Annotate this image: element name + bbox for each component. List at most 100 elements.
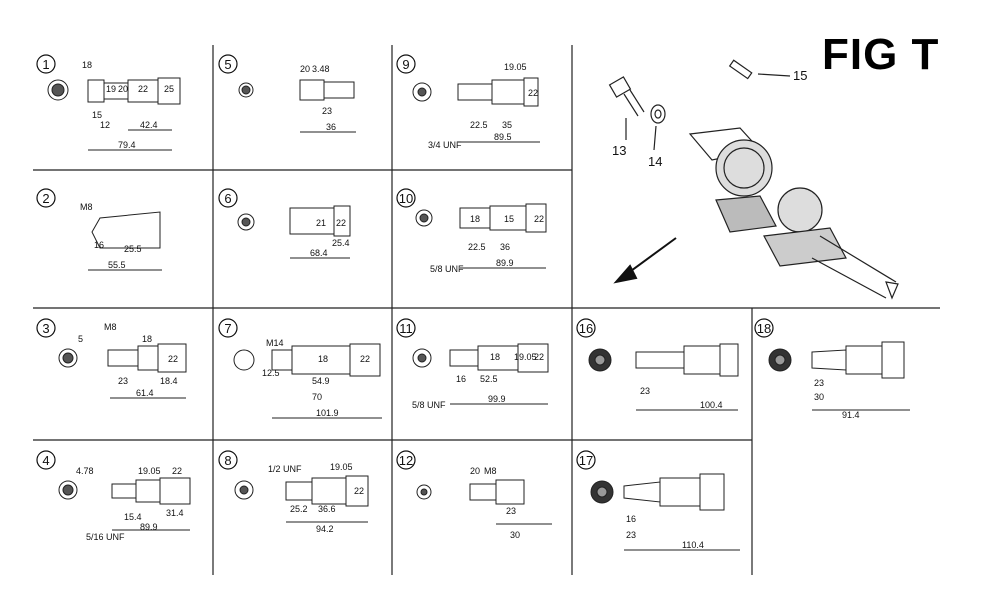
shaft-drawing — [768, 341, 910, 411]
dim: 19.05 — [330, 462, 353, 472]
dim: 15.4 — [124, 512, 142, 522]
dim: 23 — [626, 530, 636, 540]
panel-1: 1 18 19 20 22 25 15 12 42.4 79.4 — [36, 54, 181, 151]
dim: 99.9 — [488, 394, 506, 404]
dim: 70 — [312, 392, 322, 402]
panel-4: 4 4.78 19.05 22 5/16 UNF 15.4 31.4 89.9 — [36, 450, 191, 542]
dim: 23 — [118, 376, 128, 386]
panel-10: 10 18 15 22 5/8 UNF 22.5 36 89.9 — [396, 188, 547, 274]
dim: 12 — [100, 120, 110, 130]
dim: 19.05 — [504, 62, 527, 72]
panel-number-circle — [218, 318, 238, 338]
dim: 5/16 UNF — [86, 532, 125, 542]
dim: 3.48 — [312, 64, 330, 74]
dim: 15 — [504, 214, 514, 224]
dim: 5/8 UNF — [430, 264, 464, 274]
dim: 16 — [94, 240, 104, 250]
panel-number: 11 — [399, 321, 413, 336]
panel-11: 11 18 19.05 22 5/8 UNF 16 52.5 99.9 — [396, 318, 549, 410]
dim: 19.05 — [514, 352, 537, 362]
dim: 25.2 — [290, 504, 308, 514]
panel-number: 18 — [757, 321, 771, 336]
dim: 18.4 — [160, 376, 178, 386]
panel-number-circle — [218, 450, 238, 470]
dim: 23 — [814, 378, 824, 388]
dim: 23 — [322, 106, 332, 116]
panel-number: 5 — [224, 57, 231, 72]
panel-number-circle — [396, 450, 416, 470]
dim: 22 — [138, 84, 148, 94]
dim: 18 — [490, 352, 500, 362]
dim: 91.4 — [842, 410, 860, 420]
dim: 19.05 — [138, 466, 161, 476]
dim: 89.9 — [140, 522, 158, 532]
dim: 30 — [814, 392, 824, 402]
dim: 54.9 — [312, 376, 330, 386]
dim: 22 — [534, 214, 544, 224]
dim: 36.6 — [318, 504, 336, 514]
panel-18: 18 23 30 91.4 — [754, 318, 910, 420]
dim: 18 — [470, 214, 480, 224]
dim: 52.5 — [480, 374, 498, 384]
dim: 12.5 — [262, 368, 280, 378]
panel-number: 16 — [579, 321, 593, 336]
figure-title: FIG T — [822, 30, 940, 79]
panel-number: 7 — [224, 321, 231, 336]
dim: 22 — [172, 466, 182, 476]
dim: 30 — [510, 530, 520, 540]
dim: 25 — [164, 84, 174, 94]
panel-17: 17 16 23 110.4 — [576, 450, 740, 551]
shaft-drawing — [233, 343, 382, 419]
dim: 20 — [470, 466, 480, 476]
dim: 36 — [500, 242, 510, 252]
panel-9: 9 19.05 3/4 UNF 22 22.5 35 89.5 — [396, 54, 540, 150]
shaft-drawing — [88, 211, 162, 271]
panel-number-circle — [36, 188, 56, 208]
panel-number: 8 — [224, 453, 231, 468]
dim: 23 — [506, 506, 516, 516]
dim: 25.5 — [124, 244, 142, 254]
dim: 22 — [360, 354, 370, 364]
shaft-drawing — [238, 79, 356, 133]
shaft-drawing — [237, 205, 351, 259]
dim: 89.5 — [494, 132, 512, 142]
dim: 16 — [456, 374, 466, 384]
panel-16: 16 23 100.4 — [576, 318, 739, 411]
dim: 4.78 — [76, 466, 94, 476]
panel-5: 5 20 3.48 23 36 — [218, 54, 356, 133]
dim: 19 — [106, 84, 116, 94]
panel-number-circle — [36, 318, 56, 338]
panel-number-circle — [396, 318, 416, 338]
dim: 31.4 — [166, 508, 184, 518]
panel-number: 10 — [399, 191, 413, 206]
dim: 94.2 — [316, 524, 334, 534]
dim: 101.9 — [316, 408, 339, 418]
panel-number-circle — [36, 54, 56, 74]
dim: 5/8 UNF — [412, 400, 446, 410]
dim: 55.5 — [108, 260, 126, 270]
panel-number-circle — [396, 54, 416, 74]
dim: 25.4 — [332, 238, 350, 248]
panel-number-circle — [576, 450, 596, 470]
shaft-drawing — [588, 343, 739, 411]
dim: 15 — [92, 110, 102, 120]
panel-number-circle — [36, 450, 56, 470]
shaft-drawing — [58, 343, 187, 399]
panel-number-circle — [396, 188, 416, 208]
callout-15: 15 — [793, 68, 807, 83]
direction-arrow — [613, 237, 677, 284]
panel-number: 4 — [42, 453, 49, 468]
panel-number: 9 — [402, 57, 409, 72]
dim: 100.4 — [700, 400, 723, 410]
panel-3: 3 5 M8 18 22 23 18.4 61.4 — [36, 318, 187, 399]
panel-6: 6 21 22 25.4 68.4 — [218, 188, 351, 259]
dim: 42.4 — [140, 120, 158, 130]
dim: 16 — [626, 514, 636, 524]
dim: 68.4 — [310, 248, 328, 258]
shaft-drawing — [412, 343, 549, 405]
panel-number: 12 — [399, 453, 413, 468]
panel-7: 7 M14 12.5 18 22 54.9 70 101.9 — [218, 318, 382, 419]
dim: 18 — [318, 354, 328, 364]
shaft-drawing — [58, 477, 191, 531]
